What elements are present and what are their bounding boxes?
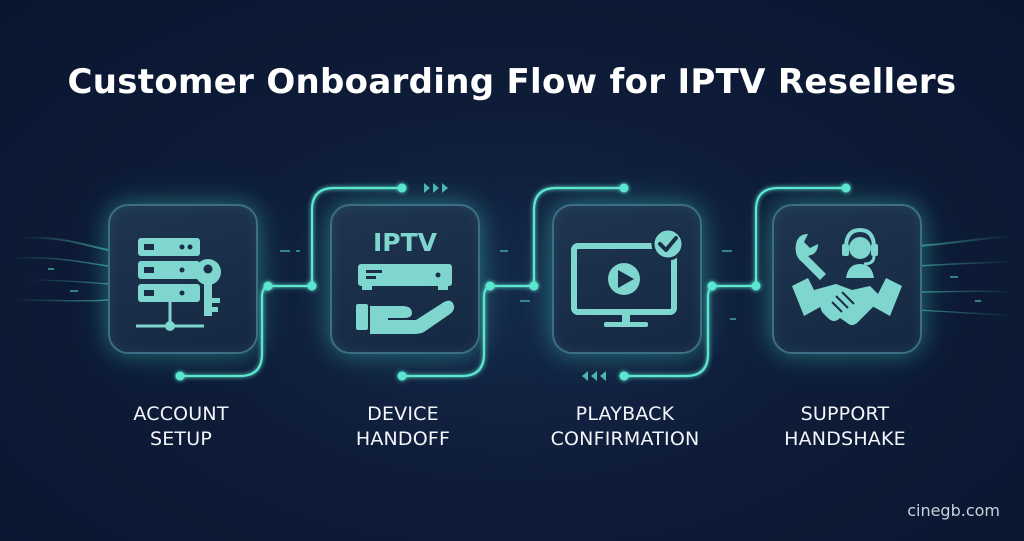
label-line: SUPPORT [800, 403, 890, 425]
label-line: DEVICE [367, 403, 439, 425]
watermark: cinegb.com [907, 501, 1000, 520]
page-title: Customer Onboarding Flow for IPTV Resell… [67, 62, 957, 102]
step-card-playback-confirmation [552, 204, 702, 354]
label-line: CONFIRMATION [550, 428, 700, 450]
step-card-support-handshake [772, 204, 922, 354]
step-label-playback-confirmation: PLAYBACK CONFIRMATION [525, 402, 725, 452]
headset-agent-icon [842, 227, 878, 278]
handshake-icon [792, 278, 902, 325]
dash-particles [48, 250, 981, 320]
step-card-device-handoff: IPTV [330, 204, 480, 354]
step-label-support-handshake: SUPPORT HANDSHAKE [745, 402, 945, 452]
check-badge-icon [651, 227, 685, 261]
connector-paths [180, 186, 846, 378]
label-line: HANDOFF [355, 428, 451, 450]
step-label-account-setup: ACCOUNT SETUP [81, 402, 281, 452]
arrow-chevrons [424, 183, 606, 381]
step-label-device-handoff: DEVICE HANDOFF [303, 402, 503, 452]
label-line: HANDSHAKE [784, 428, 906, 450]
iptv-box-hand-icon: IPTV [356, 228, 455, 334]
light-streaks [9, 235, 1016, 317]
wrench-icon [795, 234, 826, 280]
label-line: ACCOUNT [133, 403, 229, 425]
iptv-label: IPTV [373, 228, 438, 257]
monitor-play-check-icon [571, 227, 685, 327]
step-card-account-setup [108, 204, 258, 354]
support-handshake-icon [792, 227, 902, 325]
connector-nodes [175, 183, 851, 381]
label-line: PLAYBACK [575, 403, 675, 425]
server-key-icon [136, 238, 221, 331]
label-line: SETUP [149, 428, 213, 450]
